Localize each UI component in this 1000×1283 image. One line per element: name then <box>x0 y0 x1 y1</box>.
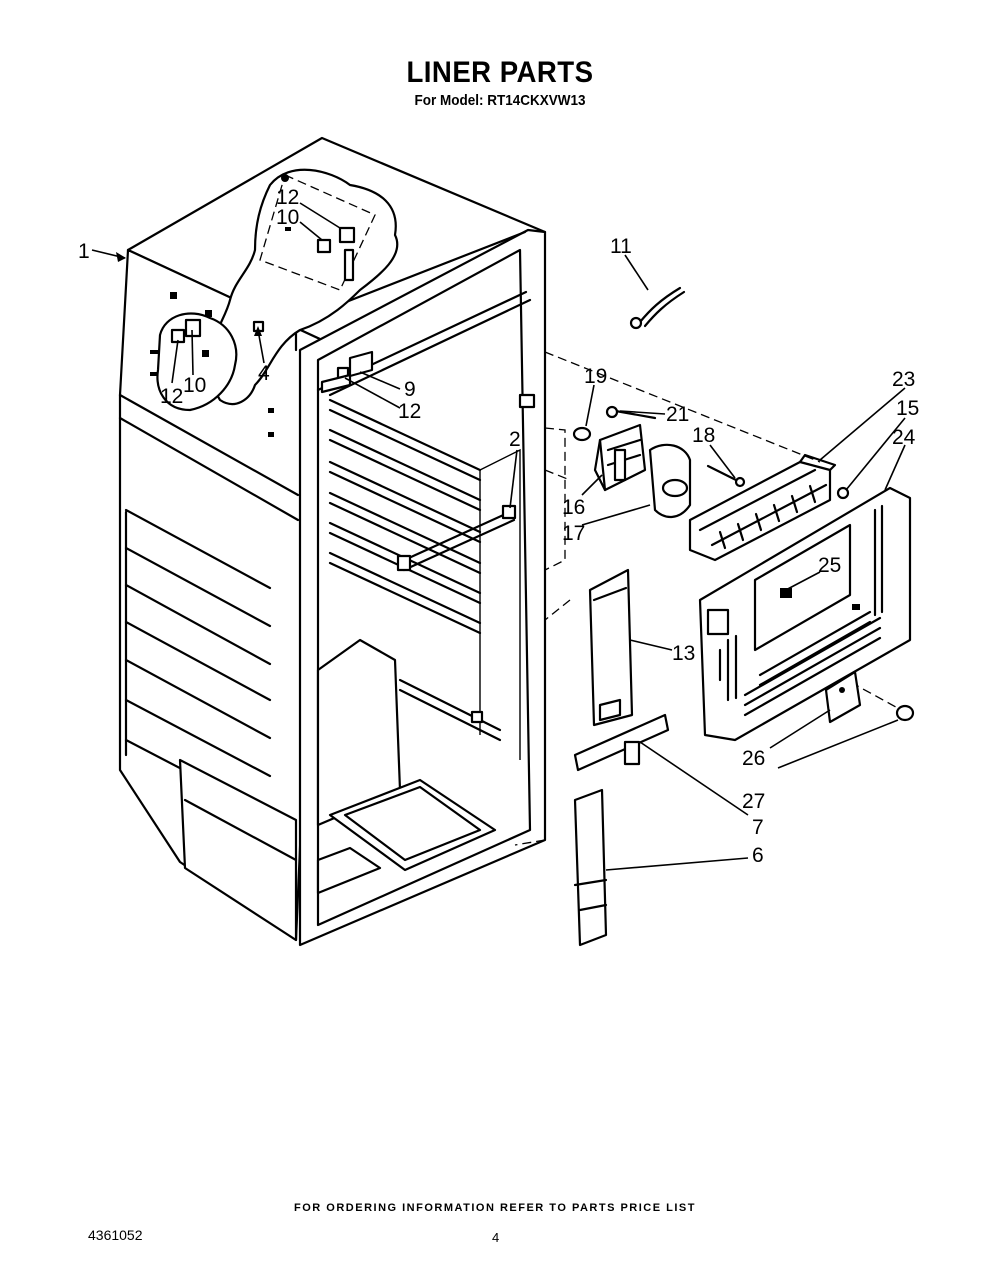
callout-17: 17 <box>562 522 585 545</box>
callout-15: 15 <box>896 397 919 420</box>
ordering-info-note: FOR ORDERING INFORMATION REFER TO PARTS … <box>294 1202 696 1214</box>
part-24-evaporator-cover <box>698 486 912 742</box>
part-23-housing <box>688 453 850 562</box>
cutaway-rear-view <box>212 168 399 437</box>
callout-16: 16 <box>562 496 585 519</box>
callout-24: 24 <box>892 426 916 449</box>
divider-bracket <box>320 350 536 409</box>
callout-12: 12 <box>160 385 183 408</box>
callout-6: 6 <box>752 844 764 867</box>
damper-assembly <box>572 405 746 518</box>
callout-labels: 1 12 10 4 12 10 9 12 2 11 19 21 18 16 17… <box>78 186 919 867</box>
callout-12: 12 <box>276 186 299 209</box>
leader-lines <box>91 202 906 871</box>
callout-26: 26 <box>742 747 765 770</box>
part-6-duct <box>573 788 608 947</box>
shelf-rail <box>396 504 517 724</box>
part-7-seal <box>573 713 670 772</box>
callout-10: 10 <box>183 374 206 397</box>
page-number: 4 <box>492 1230 500 1245</box>
part-11-tube <box>629 286 686 330</box>
part-13-duct <box>588 568 634 727</box>
callout-12: 12 <box>398 400 421 423</box>
callout-9: 9 <box>404 378 416 401</box>
callout-19: 19 <box>584 365 607 388</box>
callout-23: 23 <box>892 368 915 391</box>
cabinet-liner <box>118 136 547 947</box>
callout-13: 13 <box>672 642 695 665</box>
callout-7: 7 <box>752 816 764 839</box>
callout-1: 1 <box>78 240 90 263</box>
model-subtitle: For Model: RT14CKXVW13 <box>414 92 586 109</box>
cutaway-side-view <box>150 292 238 412</box>
callout-18: 18 <box>692 424 715 447</box>
callout-2: 2 <box>509 428 521 451</box>
callout-11: 11 <box>610 235 632 258</box>
callout-21: 21 <box>666 403 689 426</box>
page-title: LINER PARTS <box>406 56 594 89</box>
callout-25: 25 <box>818 554 841 577</box>
callout-10: 10 <box>276 206 299 229</box>
part-27-plug <box>895 704 915 722</box>
document-number: 4361052 <box>88 1227 143 1243</box>
callout-27: 27 <box>742 790 765 813</box>
callout-4: 4 <box>258 362 270 385</box>
